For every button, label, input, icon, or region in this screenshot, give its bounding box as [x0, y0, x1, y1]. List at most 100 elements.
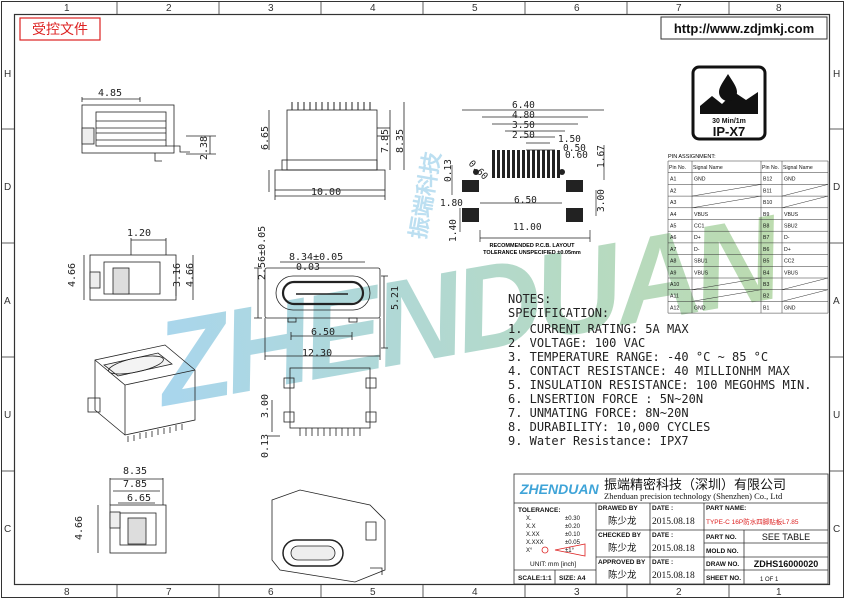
- dim-pcb-060: 0.60: [565, 150, 588, 161]
- pin-table-cell: VBUS: [784, 212, 799, 218]
- grid-labels: 1 2 3 4 5 6 7 8 8 7 6 5 4 3 2 1 H D A U …: [4, 3, 840, 598]
- dim-pcb-480: 4.80: [512, 110, 535, 121]
- dim-end-466b: 4.66: [185, 263, 196, 287]
- tolerance-value: ±0.10: [565, 532, 581, 538]
- grid-right-d: D: [833, 182, 840, 193]
- approved-by-label: APPROVED BY: [598, 559, 646, 566]
- pin-table-cell: A1: [670, 177, 676, 183]
- pin-table-cell: B6: [763, 247, 769, 253]
- dim-end-width: 1.20: [127, 228, 151, 239]
- part-no: SEE TABLE: [762, 532, 810, 542]
- part-name: TYPE-C 16P防水四脚贴板L7.85: [706, 517, 799, 526]
- dim-pcb-650: 6.50: [514, 195, 537, 206]
- date-2: 2015.08.18: [652, 544, 695, 554]
- dim-side-width: 4.85: [98, 88, 122, 99]
- dim-opening-650: 6.50: [311, 327, 335, 338]
- dim-opening-width2: 0.03: [296, 262, 320, 273]
- date-label-2: DATE :: [652, 532, 673, 539]
- dim-front-width: 10.00: [311, 187, 341, 198]
- date-label-1: DATE :: [652, 505, 673, 512]
- grid-bottom-6: 6: [268, 587, 274, 598]
- company-en: Zhenduan precision technology (Shenzhen)…: [604, 491, 783, 501]
- grid-bottom-8: 8: [64, 587, 70, 598]
- dim-pcb-140: 1.40: [448, 219, 459, 242]
- part-name-label: PART NAME:: [706, 505, 746, 512]
- sheet-no: 1 OF 1: [760, 577, 779, 583]
- pin-table-cell: B11: [763, 188, 772, 194]
- grid-right-u: U: [833, 410, 840, 421]
- ip-badge-line2: IP-X7: [713, 124, 746, 139]
- side-view: [81, 97, 216, 162]
- pin-table-cell: A6: [670, 235, 676, 241]
- grid-right-c: C: [833, 524, 840, 535]
- dim-pcb-250: 2.50: [512, 130, 535, 141]
- pin-table-cell: B5: [763, 259, 769, 265]
- pcb-note-2: TOLERANCE UNSPECIFIED ±0.05mm: [483, 250, 581, 256]
- pin-table-cell: A12: [670, 305, 679, 311]
- pcb-note-1: RECOMMENDED P.C.B. LAYOUT: [490, 243, 576, 249]
- grid-left-u: U: [4, 410, 11, 421]
- tolerance-block: TOLERANCE: X.±0.30X.X±0.20X.XX±0.10X.XXX…: [518, 507, 586, 582]
- tolerance-format: X.: [526, 516, 532, 522]
- sheet-no-label: SHEET NO.: [706, 575, 741, 582]
- pin-table-cell: A11: [670, 294, 679, 300]
- pin-table-cell: GND: [784, 305, 796, 311]
- dim-end-466a: 4.66: [67, 263, 78, 287]
- inner-frame: [13, 13, 831, 586]
- grid-left-c: C: [4, 524, 11, 535]
- dim-pcb-640: 6.40: [512, 100, 535, 111]
- pin-table-cell: D-: [694, 247, 700, 253]
- iso-view-1: [87, 344, 196, 442]
- ip-badge-line1: 30 Min/1m: [712, 118, 746, 125]
- pin-table-cell: SBU2: [784, 224, 798, 230]
- pin-table-cell: D+: [694, 235, 701, 241]
- stamp-text: 受控文件: [32, 21, 88, 37]
- pin-table-header: Signal Name: [693, 165, 723, 171]
- grid-right-h: H: [833, 69, 840, 80]
- drawn-by-label: DRAWED BY: [598, 505, 638, 512]
- draw-no: ZDHS16000020: [754, 559, 819, 569]
- note-item: 2. VOLTAGE: 100 VAC: [508, 336, 645, 350]
- grid-right-a: A: [833, 296, 840, 307]
- dim-lower-466: 4.66: [74, 516, 85, 540]
- grid-bottom-2: 2: [676, 587, 682, 598]
- opening-view: [254, 261, 388, 360]
- dim-pcb-013: 0.13: [443, 159, 454, 182]
- iso-view-2: [271, 489, 386, 583]
- tolerance-value: ±0.30: [565, 516, 581, 522]
- pin-table-cell: GND: [694, 305, 706, 311]
- dim-pcb-150: 1.50: [558, 134, 581, 145]
- pin-table-cell: CC1: [694, 224, 704, 230]
- pin-table-cell: A4: [670, 212, 676, 218]
- part-no-label: PART NO.: [706, 534, 737, 541]
- signoff-values: 陈少龙 陈少龙 陈少龙: [608, 515, 637, 581]
- grid-bottom-5: 5: [370, 587, 376, 598]
- tolerance-format: X.X: [526, 524, 536, 530]
- dim-front-665: 6.65: [260, 126, 271, 150]
- pin-table-unused-hatch: [781, 289, 829, 302]
- tolerance-format: X.XX: [526, 532, 540, 538]
- grid-bottom-4: 4: [472, 587, 478, 598]
- pin-table-title: PIN ASSIGNMENT:: [668, 154, 716, 160]
- watermark-side-text: 振端科技: [405, 149, 445, 241]
- pcb-pads: [462, 150, 583, 222]
- ip-badge: 30 Min/1m IP-X7: [691, 65, 767, 141]
- note-item: 8. DURABILITY: 10,000 CYCLES: [508, 420, 710, 434]
- checked-by: 陈少龙: [608, 542, 637, 554]
- projection-symbol: [541, 543, 586, 557]
- dim-front-785: 7.85: [380, 129, 391, 153]
- grid-bottom-1: 1: [776, 587, 782, 598]
- pin-table-cell: B9: [763, 212, 769, 218]
- dim-pcb-180: 1.80: [440, 198, 463, 209]
- tolerance-value: ±1°: [565, 548, 575, 554]
- pin-table-unused-hatch: [691, 277, 762, 290]
- dim-lower-785: 7.85: [123, 479, 147, 490]
- dim-pcb-300: 3.00: [596, 189, 607, 212]
- draw-no-label: DRAW NO.: [706, 561, 739, 568]
- front-view: [268, 102, 405, 200]
- pin-table-cell: B12: [763, 177, 772, 183]
- dim-opening-height: 2.56±0.05: [257, 226, 268, 280]
- note-item: 1. CURRENT RATING: 5A MAX: [508, 322, 689, 336]
- dim-front-835: 8.35: [395, 129, 406, 153]
